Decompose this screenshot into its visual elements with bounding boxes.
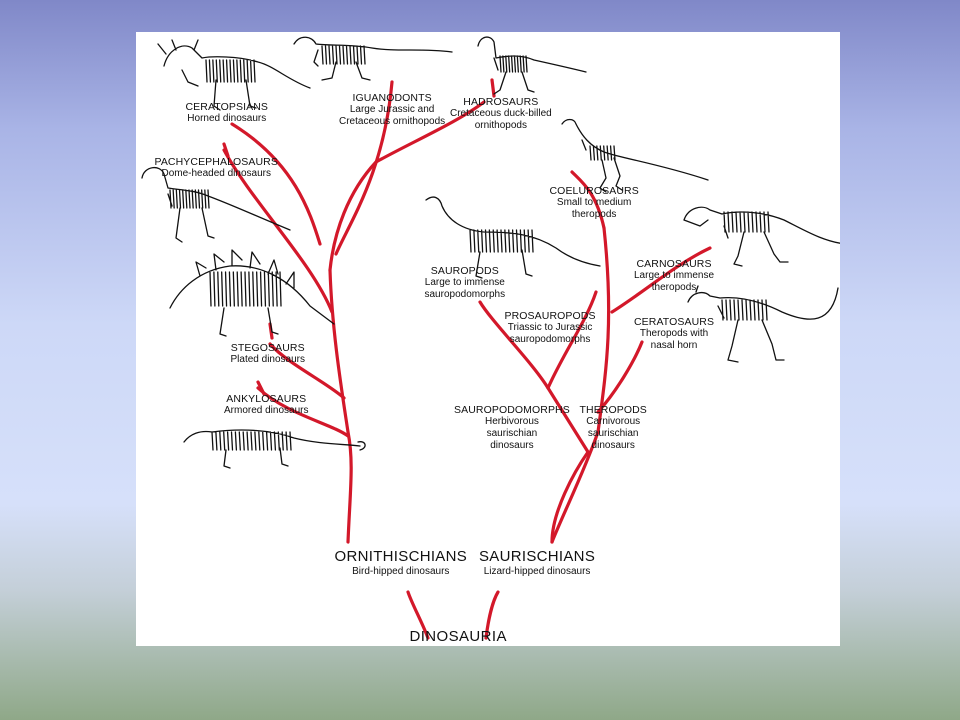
carnosaur-skeleton: [683, 206, 840, 267]
label-ceratosaurs-desc-1: Theropods with: [639, 328, 709, 340]
label-theropods-desc-2: saurischian: [587, 428, 639, 440]
branch-ceratopsians: [230, 122, 322, 246]
label-pachycephalosaurs-desc-1: Dome-headed dinosaurs: [161, 168, 271, 180]
phylogeny-tree: [141, 36, 840, 640]
branch-ceratosaurs: [596, 340, 644, 414]
label-sauropodomorphs-desc-2: saurischian: [486, 428, 538, 440]
label-iguanodonts-title: IGUANODONTS: [352, 92, 432, 104]
label-dinosauria: DINOSAURIA: [410, 628, 507, 646]
label-ceratopsians-desc-1: Horned dinosaurs: [187, 113, 267, 125]
branch-sauropods: [478, 300, 550, 390]
label-sauropods-desc-2: sauropodomorphs: [424, 289, 506, 301]
label-iguanodonts-desc-1: Large Jurassic and: [349, 104, 435, 116]
label-sauropodomorphs-desc-3: dinosaurs: [490, 439, 534, 451]
label-hadrosaurs-title: HADROSAURS: [463, 96, 539, 108]
label-ankylosaurs-desc-1: Armored dinosaurs: [224, 405, 309, 417]
label-sauropodomorphs-desc-1: Herbivorous: [484, 416, 539, 428]
label-saurischians-title: SAURISCHIANS: [479, 548, 596, 565]
label-sauropodomorphs-title: SAUROPODOMORPHS: [454, 404, 570, 416]
branch-hadrosaurs: [374, 100, 486, 164]
root-to-ornithischians: [406, 590, 430, 640]
label-iguanodonts-desc-2: Cretaceous ornithopods: [339, 116, 446, 128]
saurischian-trunk: [550, 450, 590, 544]
label-coelurosaurs-title: COELUROSAURS: [549, 185, 639, 197]
tip-ankylosaurs: [256, 380, 266, 396]
ankylosaur-skeleton: [183, 429, 366, 469]
label-prosauropods-desc-2: sauropodomorphs: [509, 334, 591, 346]
label-coelurosaurs-desc-1: Small to medium: [556, 197, 632, 209]
saurischian-split: [550, 430, 600, 544]
label-ceratopsians-title: CERATOPSIANS: [185, 101, 268, 113]
branch-prosauropods: [546, 290, 598, 390]
label-theropods-title: THEROPODS: [579, 404, 647, 416]
label-sauropods-desc-1: Large to immense: [424, 277, 505, 289]
pachycephalosaur-skeleton: [141, 167, 291, 243]
label-carnosaurs-title: CARNOSAURS: [636, 258, 712, 270]
label-ornithischians-desc-1: Bird-hipped dinosaurs: [352, 565, 450, 577]
branch-carnosaurs: [610, 246, 712, 314]
label-carnosaurs-desc-2: theropods: [651, 282, 697, 294]
label-theropods-desc-3: dinosaurs: [591, 439, 635, 451]
label-ceratosaurs-desc-2: nasal horn: [650, 340, 698, 352]
branch-ankylosaurs: [256, 386, 350, 438]
label-stegosaurs-desc-1: Plated dinosaurs: [230, 354, 306, 366]
label-dinosauria-title: DINOSAURIA: [409, 628, 507, 645]
label-ankylosaurs-title: ANKYLOSAURS: [226, 393, 307, 405]
branch-iguanodonts: [334, 80, 394, 256]
tip-hadrosaurs: [490, 78, 496, 98]
iguanodon-skeleton: [293, 36, 453, 81]
branch-sauropodomorphs: [546, 386, 590, 454]
triceratops-skeleton: [157, 39, 311, 111]
label-hadrosaurs-desc-2: ornithopods: [474, 120, 527, 132]
label-saurischians-desc-1: Lizard-hipped dinosaurs: [483, 565, 591, 577]
ornithischian-trunk: [328, 268, 353, 544]
label-ornithischians-title: ORNITHISCHIANS: [334, 548, 468, 565]
label-pachycephalosaurs-title: PACHYCEPHALOSAURS: [154, 156, 278, 168]
label-ceratosaurs-title: CERATOSAURS: [634, 316, 715, 328]
label-prosauropods-desc-1: Triassic to Jurassic: [507, 322, 593, 334]
stegosaur-skeleton: [169, 249, 335, 337]
sauropod-skeleton: [425, 196, 601, 279]
label-prosauropods-title: PROSAUROPODS: [504, 310, 596, 322]
branch-coelurosaurs: [570, 170, 606, 230]
label-stegosaurs-title: STEGOSAURS: [230, 342, 305, 354]
label-carnosaurs-desc-1: Large to immense: [634, 270, 715, 282]
label-sauropods-title: SAUROPODS: [430, 265, 499, 277]
tip-ceratopsians: [222, 142, 230, 158]
label-theropods-desc-1: Carnivorous: [586, 416, 641, 428]
coelurosaur-skeleton: [561, 118, 709, 193]
branch-pachycephalosaurs: [222, 148, 334, 314]
label-hadrosaurs-desc-1: Cretaceous duck-billed: [450, 108, 552, 120]
tip-stegosaurs: [268, 322, 274, 340]
label-coelurosaurs-desc-2: theropods: [571, 209, 617, 221]
ornithischian-upper: [328, 160, 378, 272]
ceratosaur-skeleton: [687, 285, 839, 363]
branch-stegosaurs: [268, 342, 346, 400]
hadrosaur-skeleton: [477, 36, 587, 95]
root-to-saurischians: [484, 590, 500, 640]
